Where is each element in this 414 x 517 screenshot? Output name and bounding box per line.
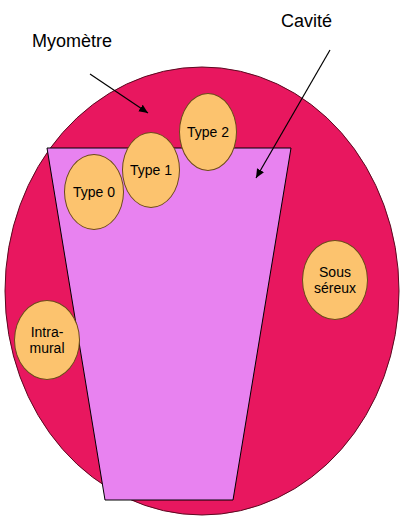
fibroid-label: Type 0 <box>70 184 118 200</box>
myometrium-shape <box>5 67 399 515</box>
fibroid-label: Sous séreux <box>303 264 367 296</box>
leader-line <box>90 74 148 113</box>
fibroid-circle: Type 1 <box>122 132 180 208</box>
fibroid-label: Intra-mural <box>15 324 79 356</box>
cavity-shape <box>47 148 291 500</box>
fibroid-circle: Intra-mural <box>14 300 80 380</box>
fibroid-circle: Type 0 <box>64 154 124 230</box>
fibroid-label: Type 1 <box>127 162 175 178</box>
part-label: Myomètre <box>32 31 112 52</box>
leader-line <box>256 50 330 178</box>
fibroid-circle: Type 2 <box>179 93 237 171</box>
fibroid-label: Type 2 <box>184 124 232 140</box>
fibroid-circle: Sous séreux <box>302 240 368 320</box>
part-label: Cavité <box>281 11 332 32</box>
